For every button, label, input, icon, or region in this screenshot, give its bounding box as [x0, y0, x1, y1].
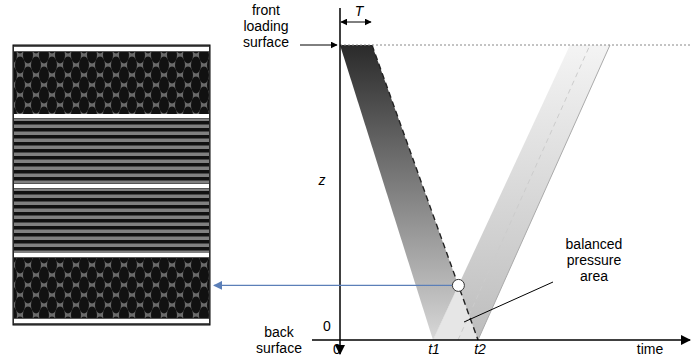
intersection-point [452, 279, 464, 291]
specimen-panel [13, 45, 210, 325]
incident-wave [340, 45, 458, 340]
label: time [628, 341, 672, 357]
leader-line [464, 282, 553, 322]
reflected-dashed [458, 45, 590, 340]
reflected-wave [433, 45, 610, 340]
balanced-area [433, 285, 478, 340]
surface-line [340, 45, 690, 46]
pointer-arrow [214, 285, 452, 286]
label: balanced pressure area [555, 236, 633, 284]
t-dimension [341, 22, 371, 23]
label: t1 [424, 341, 444, 357]
label: T [350, 3, 368, 19]
z-axis [339, 8, 341, 354]
reflected-edge [478, 45, 610, 340]
dashed-front [372, 45, 478, 340]
label: back surface [250, 324, 308, 356]
label: t2 [470, 341, 490, 357]
surface-arrow [300, 45, 337, 46]
label: front loading surface [232, 2, 300, 50]
label: z [314, 172, 330, 188]
time-axis [312, 339, 690, 341]
label: 0 [320, 318, 334, 334]
label: 0 [330, 341, 344, 357]
